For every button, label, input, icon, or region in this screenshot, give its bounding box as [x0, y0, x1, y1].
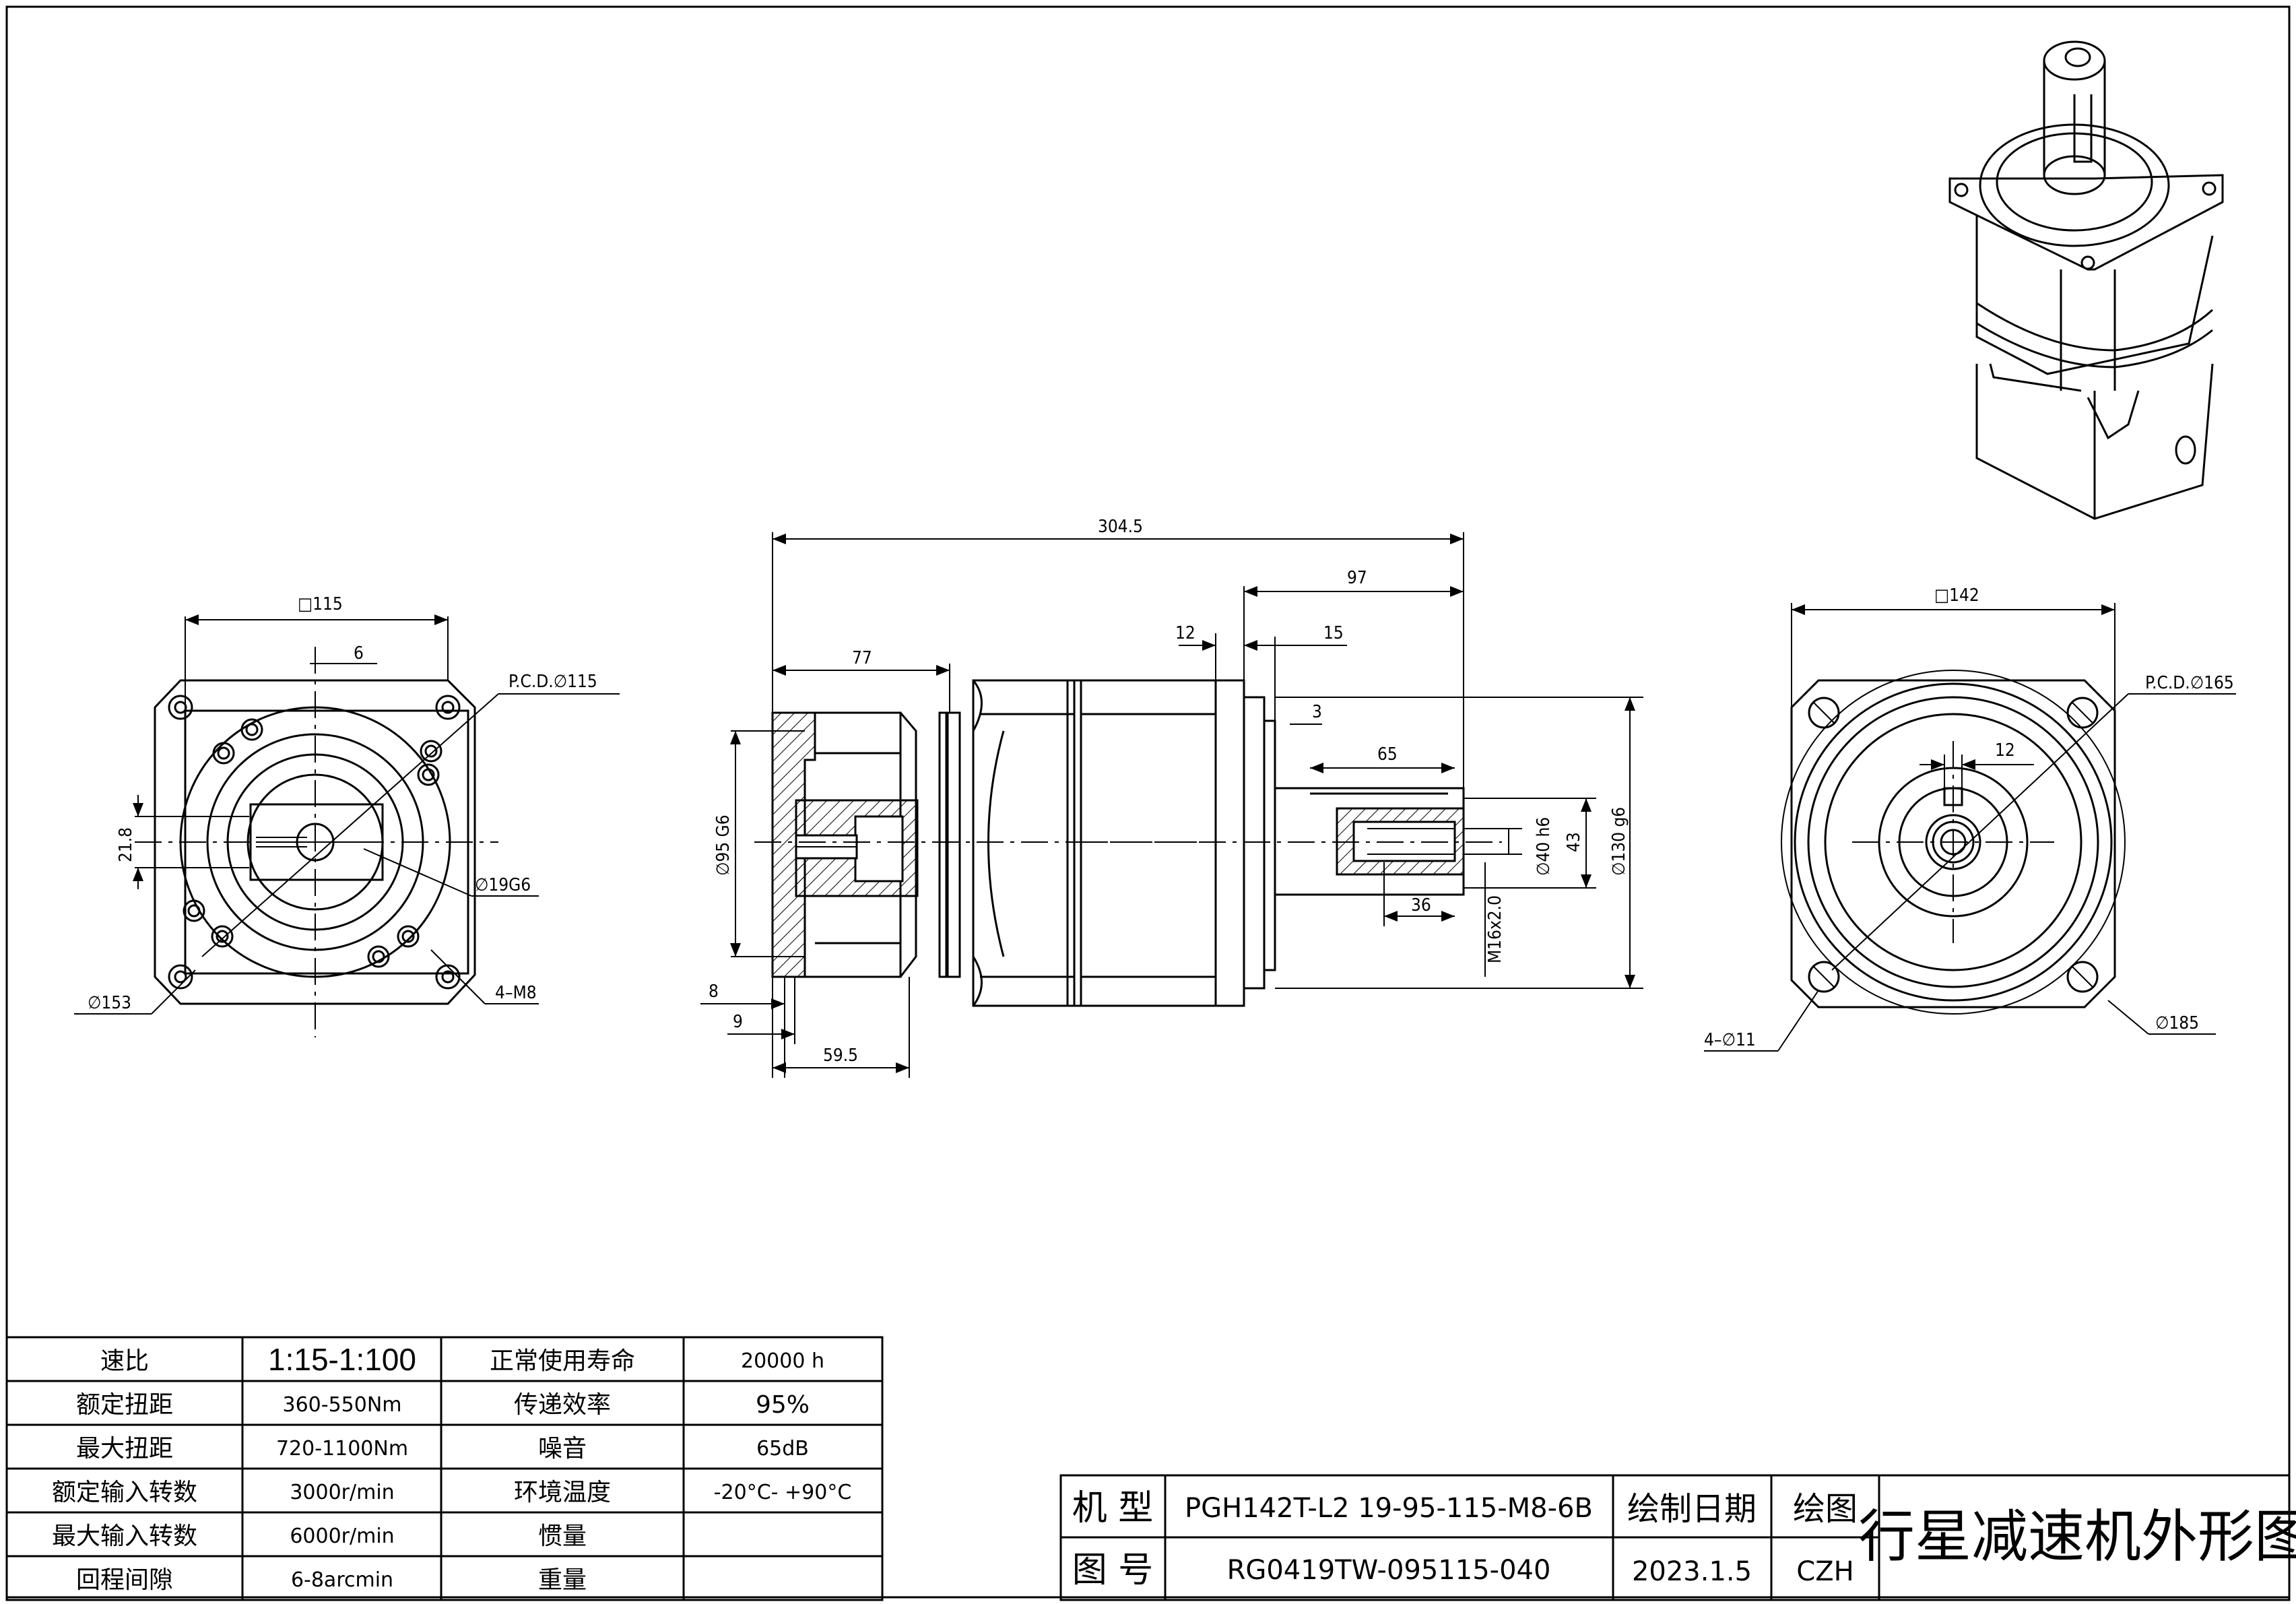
left-key-width-label: 6	[354, 643, 364, 664]
spec-table	[5, 1336, 884, 1601]
left-screws-label: 4–M8	[495, 983, 537, 1003]
model-label: 机 型	[1072, 1488, 1154, 1529]
spec-table-text: 速比 1:15-1:100 正常使用寿命 20000 h 额定扭距 360-55…	[52, 1342, 851, 1594]
spec-value-1: 1:15-1:100	[268, 1342, 416, 1377]
spec-label-6: 噪音	[538, 1435, 587, 1463]
right-key-width-label: 12	[1995, 740, 2015, 761]
left-pcd-label: P.C.D.∅115	[509, 672, 597, 692]
key-height-label: 43	[1564, 832, 1584, 852]
drawing-title: 行星减速机外形图	[1858, 1504, 2296, 1570]
left-outer-dia-label: ∅153	[88, 993, 131, 1013]
spec-label-8: 环境温度	[514, 1479, 611, 1506]
spec-value-9: 6000r/min	[290, 1525, 394, 1548]
thread-depth-label: 36	[1411, 895, 1431, 916]
spigot-out-label: ∅130 g6	[1609, 807, 1629, 876]
spec-value-5: 720-1100Nm	[276, 1437, 408, 1461]
model-value: PGH142T-L2 19-95-115-M8-6B	[1185, 1493, 1593, 1524]
key-len-label: 65	[1377, 744, 1398, 765]
spec-label-11: 回程间隙	[76, 1566, 173, 1594]
left-shaft-height-label: 21.8	[116, 827, 136, 862]
right-holes-label: 4–∅11	[1704, 1030, 1756, 1050]
left-square-label: □115	[298, 594, 343, 614]
side-view	[700, 532, 1643, 1078]
date-label: 绘制日期	[1627, 1490, 1757, 1528]
left-bore-label: ∅19G6	[475, 875, 531, 895]
spec-label-10: 惯量	[538, 1522, 587, 1550]
left-view	[74, 614, 620, 1037]
shoulder-label: 15	[1323, 623, 1344, 643]
spec-value-7: 3000r/min	[290, 1481, 394, 1504]
spec-label-3: 额定扭距	[76, 1391, 173, 1419]
spec-value-8: -20°C- +90°C	[714, 1481, 852, 1504]
date-value: 2023.1.5	[1632, 1556, 1752, 1587]
right-pcd-label: P.C.D.∅165	[2145, 673, 2234, 693]
dim-8-label: 8	[709, 982, 719, 1002]
drawing-no-value: RG0419TW-095115-040	[1227, 1555, 1551, 1586]
spec-value-3: 360-550Nm	[282, 1393, 401, 1417]
title-block-text: 机 型 PGH142T-L2 19-95-115-M8-6B 绘制日期 绘图 行…	[1072, 1488, 2296, 1591]
spec-value-4: 95%	[756, 1391, 810, 1419]
right-square-label: □142	[1934, 585, 1979, 606]
flange-thk-label: 12	[1175, 623, 1195, 643]
dim-9-label: 9	[733, 1012, 743, 1032]
spec-value-11: 6-8arcmin	[291, 1568, 393, 1592]
spec-label-9: 最大输入转数	[52, 1522, 197, 1550]
drawer-label: 绘图	[1793, 1490, 1858, 1528]
isometric-view	[1948, 40, 2224, 520]
drawer-value: CZH	[1796, 1556, 1854, 1587]
dim-59-5-label: 59.5	[823, 1046, 858, 1066]
spec-label-4: 传递效率	[514, 1391, 611, 1419]
right-view	[1704, 603, 2236, 1052]
thread-label: M16x2.0	[1485, 895, 1505, 963]
overall-length-label: 304.5	[1098, 517, 1143, 537]
drawing-no-label: 图 号	[1072, 1550, 1154, 1591]
spec-value-6: 65dB	[756, 1437, 809, 1461]
spigot-in-label: ∅95 G6	[713, 814, 733, 876]
output-length-label: 97	[1347, 568, 1367, 588]
step-label: 3	[1312, 702, 1322, 722]
right-outer-dia-label: ∅185	[2155, 1013, 2199, 1033]
spec-label-7: 额定输入转数	[52, 1479, 197, 1506]
spec-label-5: 最大扭距	[76, 1435, 173, 1463]
spec-label-12: 重量	[538, 1566, 587, 1594]
spec-value-2: 20000 h	[741, 1349, 824, 1373]
spec-label-2: 正常使用寿命	[490, 1347, 635, 1375]
spec-label-1: 速比	[100, 1347, 149, 1375]
shaft-dia-label: ∅40 h6	[1534, 817, 1554, 876]
sheet-border	[5, 5, 2291, 1599]
input-len-label: 77	[852, 648, 872, 668]
title-block	[1059, 1474, 2291, 1601]
